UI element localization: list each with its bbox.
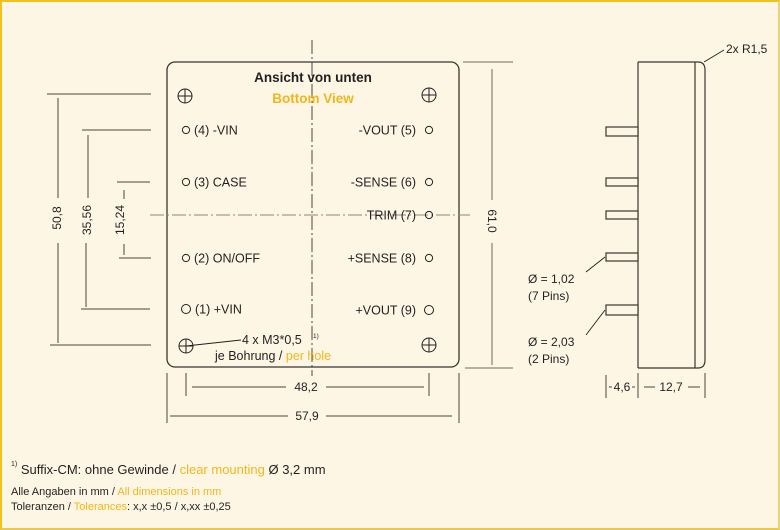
side-pin [605, 126, 639, 316]
view-title-de: Ansicht von unten [254, 70, 372, 85]
mounting-hole-icon [177, 88, 193, 104]
footnote-text-en: clear mounting [179, 462, 265, 477]
dimension-48-2 [185, 373, 430, 396]
pin-label: +VOUT (9) [355, 304, 416, 318]
mounting-hole-icon [421, 87, 437, 103]
dim-label-57-9: 57,9 [295, 409, 319, 423]
pin-small-leader [585, 256, 606, 273]
pin-large-diameter-label: Ø = 2,03 [528, 335, 575, 349]
pin-large-leader [585, 309, 606, 336]
pin-7: TRIM (7) [367, 209, 434, 223]
mounting-hole-icon [421, 337, 437, 353]
pin-2: (2) ON/OFF [181, 252, 260, 266]
pin-label: (2) ON/OFF [194, 252, 260, 266]
dimension-50-8 [47, 93, 151, 346]
tolerance-text-de: Toleranzen / [11, 501, 74, 513]
mount-leader-line [185, 339, 242, 347]
module-side-view [637, 61, 706, 369]
pin-5: -VOUT (5) [359, 124, 434, 138]
pin-small-count-label: (7 Pins) [528, 289, 569, 303]
units-text-en: All dimensions in mm [117, 486, 222, 498]
units-text-de: Alle Angaben in mm / [11, 486, 118, 498]
pin-4: (4) -VIN [181, 124, 238, 138]
module-outline-bottom-view [166, 61, 460, 368]
dim-label-4-6: 4,6 [614, 380, 631, 394]
pin-label: (3) CASE [194, 176, 247, 190]
dimension-35-56 [81, 129, 151, 310]
pin-label: TRIM (7) [367, 209, 416, 223]
per-hole-label: je Bohrung / per hole [214, 349, 331, 363]
pin-label: +SENSE (8) [348, 252, 416, 266]
dim-label-61-0: 61,0 [485, 209, 499, 233]
pin-1: (1) +VIN [181, 303, 242, 317]
dim-label-15-24: 15,24 [113, 205, 127, 235]
view-title-en: Bottom View [272, 91, 354, 106]
pin-label: -VOUT (5) [359, 124, 416, 138]
footnote-text-de: Suffix-CM: ohne Gewinde / [17, 462, 180, 477]
corner-radius-label: 2x R1,5 [726, 42, 768, 56]
dimension-15-24 [117, 181, 151, 259]
pin-label: -SENSE (6) [351, 176, 416, 190]
footnote-mounting: 1) Suffix-CM: ohne Gewinde / clear mount… [11, 461, 326, 477]
pin-small-diameter-label: Ø = 1,02 [528, 272, 575, 286]
pin-8: +SENSE (8) [348, 252, 434, 266]
dim-label-50-8: 50,8 [50, 206, 64, 230]
mount-thread-label: 4 x M3*0,5 [242, 333, 302, 347]
tolerance-values: : x,x ±0,5 / x,xx ±0,25 [127, 501, 231, 513]
note-tolerances: Toleranzen / Tolerances: x,x ±0,5 / x,xx… [11, 501, 231, 513]
note-units: Alle Angaben in mm / All dimensions in m… [11, 486, 221, 498]
dimension-61-0 [463, 61, 513, 369]
mount-footnote-ref: 1) [313, 333, 319, 340]
dim-label-35-56: 35,56 [80, 205, 94, 235]
dim-label-12-7: 12,7 [659, 380, 683, 394]
radius-leader-line [703, 49, 725, 63]
pin-label: (4) -VIN [194, 124, 238, 138]
pin-9: +VOUT (9) [355, 304, 434, 318]
pin-label: (1) +VIN [195, 303, 242, 317]
footnote-text-tail: Ø 3,2 mm [264, 462, 326, 477]
dimension-side-thickness [605, 373, 706, 398]
footnote-marker: 1) [11, 461, 18, 468]
pin-large-count-label: (2 Pins) [528, 352, 569, 366]
pin-3: (3) CASE [181, 176, 247, 190]
pin-6: -SENSE (6) [351, 176, 434, 190]
dim-label-48-2: 48,2 [294, 380, 318, 394]
tolerance-text-en: Tolerances [73, 501, 127, 513]
dimension-57-9 [166, 373, 460, 423]
